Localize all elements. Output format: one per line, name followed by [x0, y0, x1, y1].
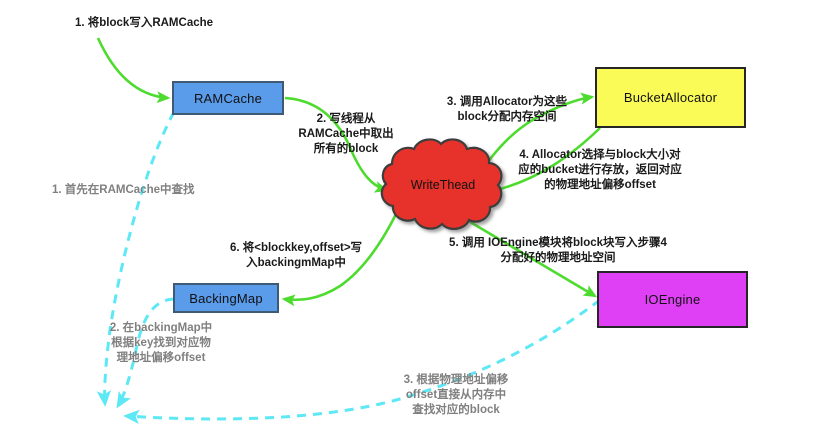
label-write-step-6: 6. 将<blockkey,offset>写 入backingmMap中 [229, 242, 363, 270]
read-flow-2-backingmap-lookup [116, 297, 175, 409]
node-backingmap[interactable]: BackingMap [173, 283, 279, 313]
node-ramcache-label: RAMCache [193, 90, 263, 106]
label-read-step-1: 1. 首先在RAMCache中查找 [52, 184, 195, 196]
label-write-step-5: 5. 调用 IOEngine模块将block块写入步骤4 分配好的物理地址空间 [449, 237, 667, 265]
writethead-cloud-shape [380, 138, 503, 230]
label-read-step-3: 3. 根据物理地址偏移 offset直接从内存中 查找对应的block [403, 374, 509, 417]
node-bucketallocator[interactable]: BucketAllocator [595, 67, 746, 128]
flow-1-into-ramcache [96, 37, 171, 104]
flow-6-writethead-to-backingmap [281, 213, 398, 307]
flow-2-ramcache-to-writethead [284, 96, 389, 193]
read-flow-1-ramcache-lookup [96, 111, 176, 407]
node-ioengine-label: IOEngine [644, 292, 701, 307]
label-write-step-4: 4. Allocator选择与block大小对 应的bucket进行存放，返回对… [518, 149, 682, 192]
label-write-step-3: 3. 调用Allocator为这些 block分配内存空间 [446, 96, 568, 124]
read-flow-3-ioengine-lookup [123, 298, 601, 424]
label-write-step-2: 2. 写线程从 RAMCache中取出 所有的block [298, 113, 394, 156]
node-ioengine[interactable]: IOEngine [597, 271, 748, 328]
label-write-step-1: 1. 将block写入RAMCache [75, 17, 214, 29]
node-bucketallocator-label: BucketAllocator [623, 90, 718, 105]
node-ramcache[interactable]: RAMCache [172, 81, 284, 115]
flow-5-writethead-to-ioengine [454, 211, 598, 298]
label-read-step-2: 2. 在backingMap中 根据key找到对应物 理地址偏移offset [109, 322, 213, 365]
node-backingmap-label: BackingMap [189, 290, 263, 306]
